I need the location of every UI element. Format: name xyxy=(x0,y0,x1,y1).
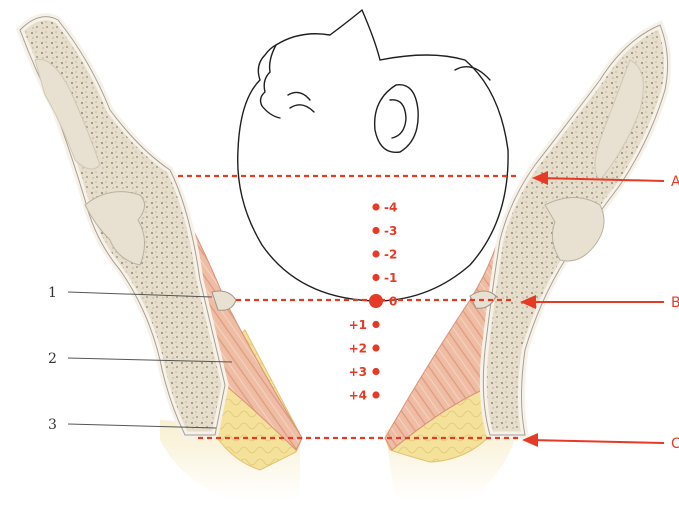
station-label-5: +1 xyxy=(349,318,367,332)
fetal-brow xyxy=(290,105,314,112)
station-label-1: -3 xyxy=(384,224,397,238)
station-dot-5 xyxy=(372,321,379,328)
station-dot-7 xyxy=(372,368,379,375)
station-dot-0 xyxy=(372,203,379,210)
fetal-ear-inner xyxy=(390,100,406,138)
station-dot-3 xyxy=(372,274,379,281)
plane-label-a: A xyxy=(671,174,679,190)
fetal-station-scale: -4 -3 -2 -1 0 +1 +2 +3 +4 xyxy=(349,201,398,403)
arrow-c-shaft xyxy=(530,440,664,443)
station-label-2: -2 xyxy=(384,248,397,262)
station-label-4: 0 xyxy=(389,295,397,309)
fetal-hair-curl xyxy=(455,67,490,80)
station-dot-6 xyxy=(372,344,379,351)
station-label-8: +4 xyxy=(349,389,367,403)
right-pelvic-wall xyxy=(385,25,668,500)
fetal-ear-outer xyxy=(375,85,419,153)
station-dot-1 xyxy=(372,227,379,234)
side-label-2: 2 xyxy=(48,351,57,367)
station-label-3: -1 xyxy=(384,271,397,285)
fetal-head-outline xyxy=(238,10,508,301)
station-label-7: +3 xyxy=(349,365,367,379)
plane-label-b: B xyxy=(671,295,679,311)
station-label-0: -4 xyxy=(384,201,397,215)
plane-label-c: C xyxy=(671,436,679,452)
station-dot-8 xyxy=(372,391,379,398)
fetal-head xyxy=(238,10,508,301)
station-dot-2 xyxy=(372,250,379,257)
station-dot-4 xyxy=(369,294,383,308)
station-label-6: +2 xyxy=(349,342,367,356)
left-pelvic-wall xyxy=(20,17,302,500)
fetal-eye xyxy=(288,92,310,100)
side-label-3: 3 xyxy=(48,417,57,433)
side-label-1: 1 xyxy=(48,285,57,301)
